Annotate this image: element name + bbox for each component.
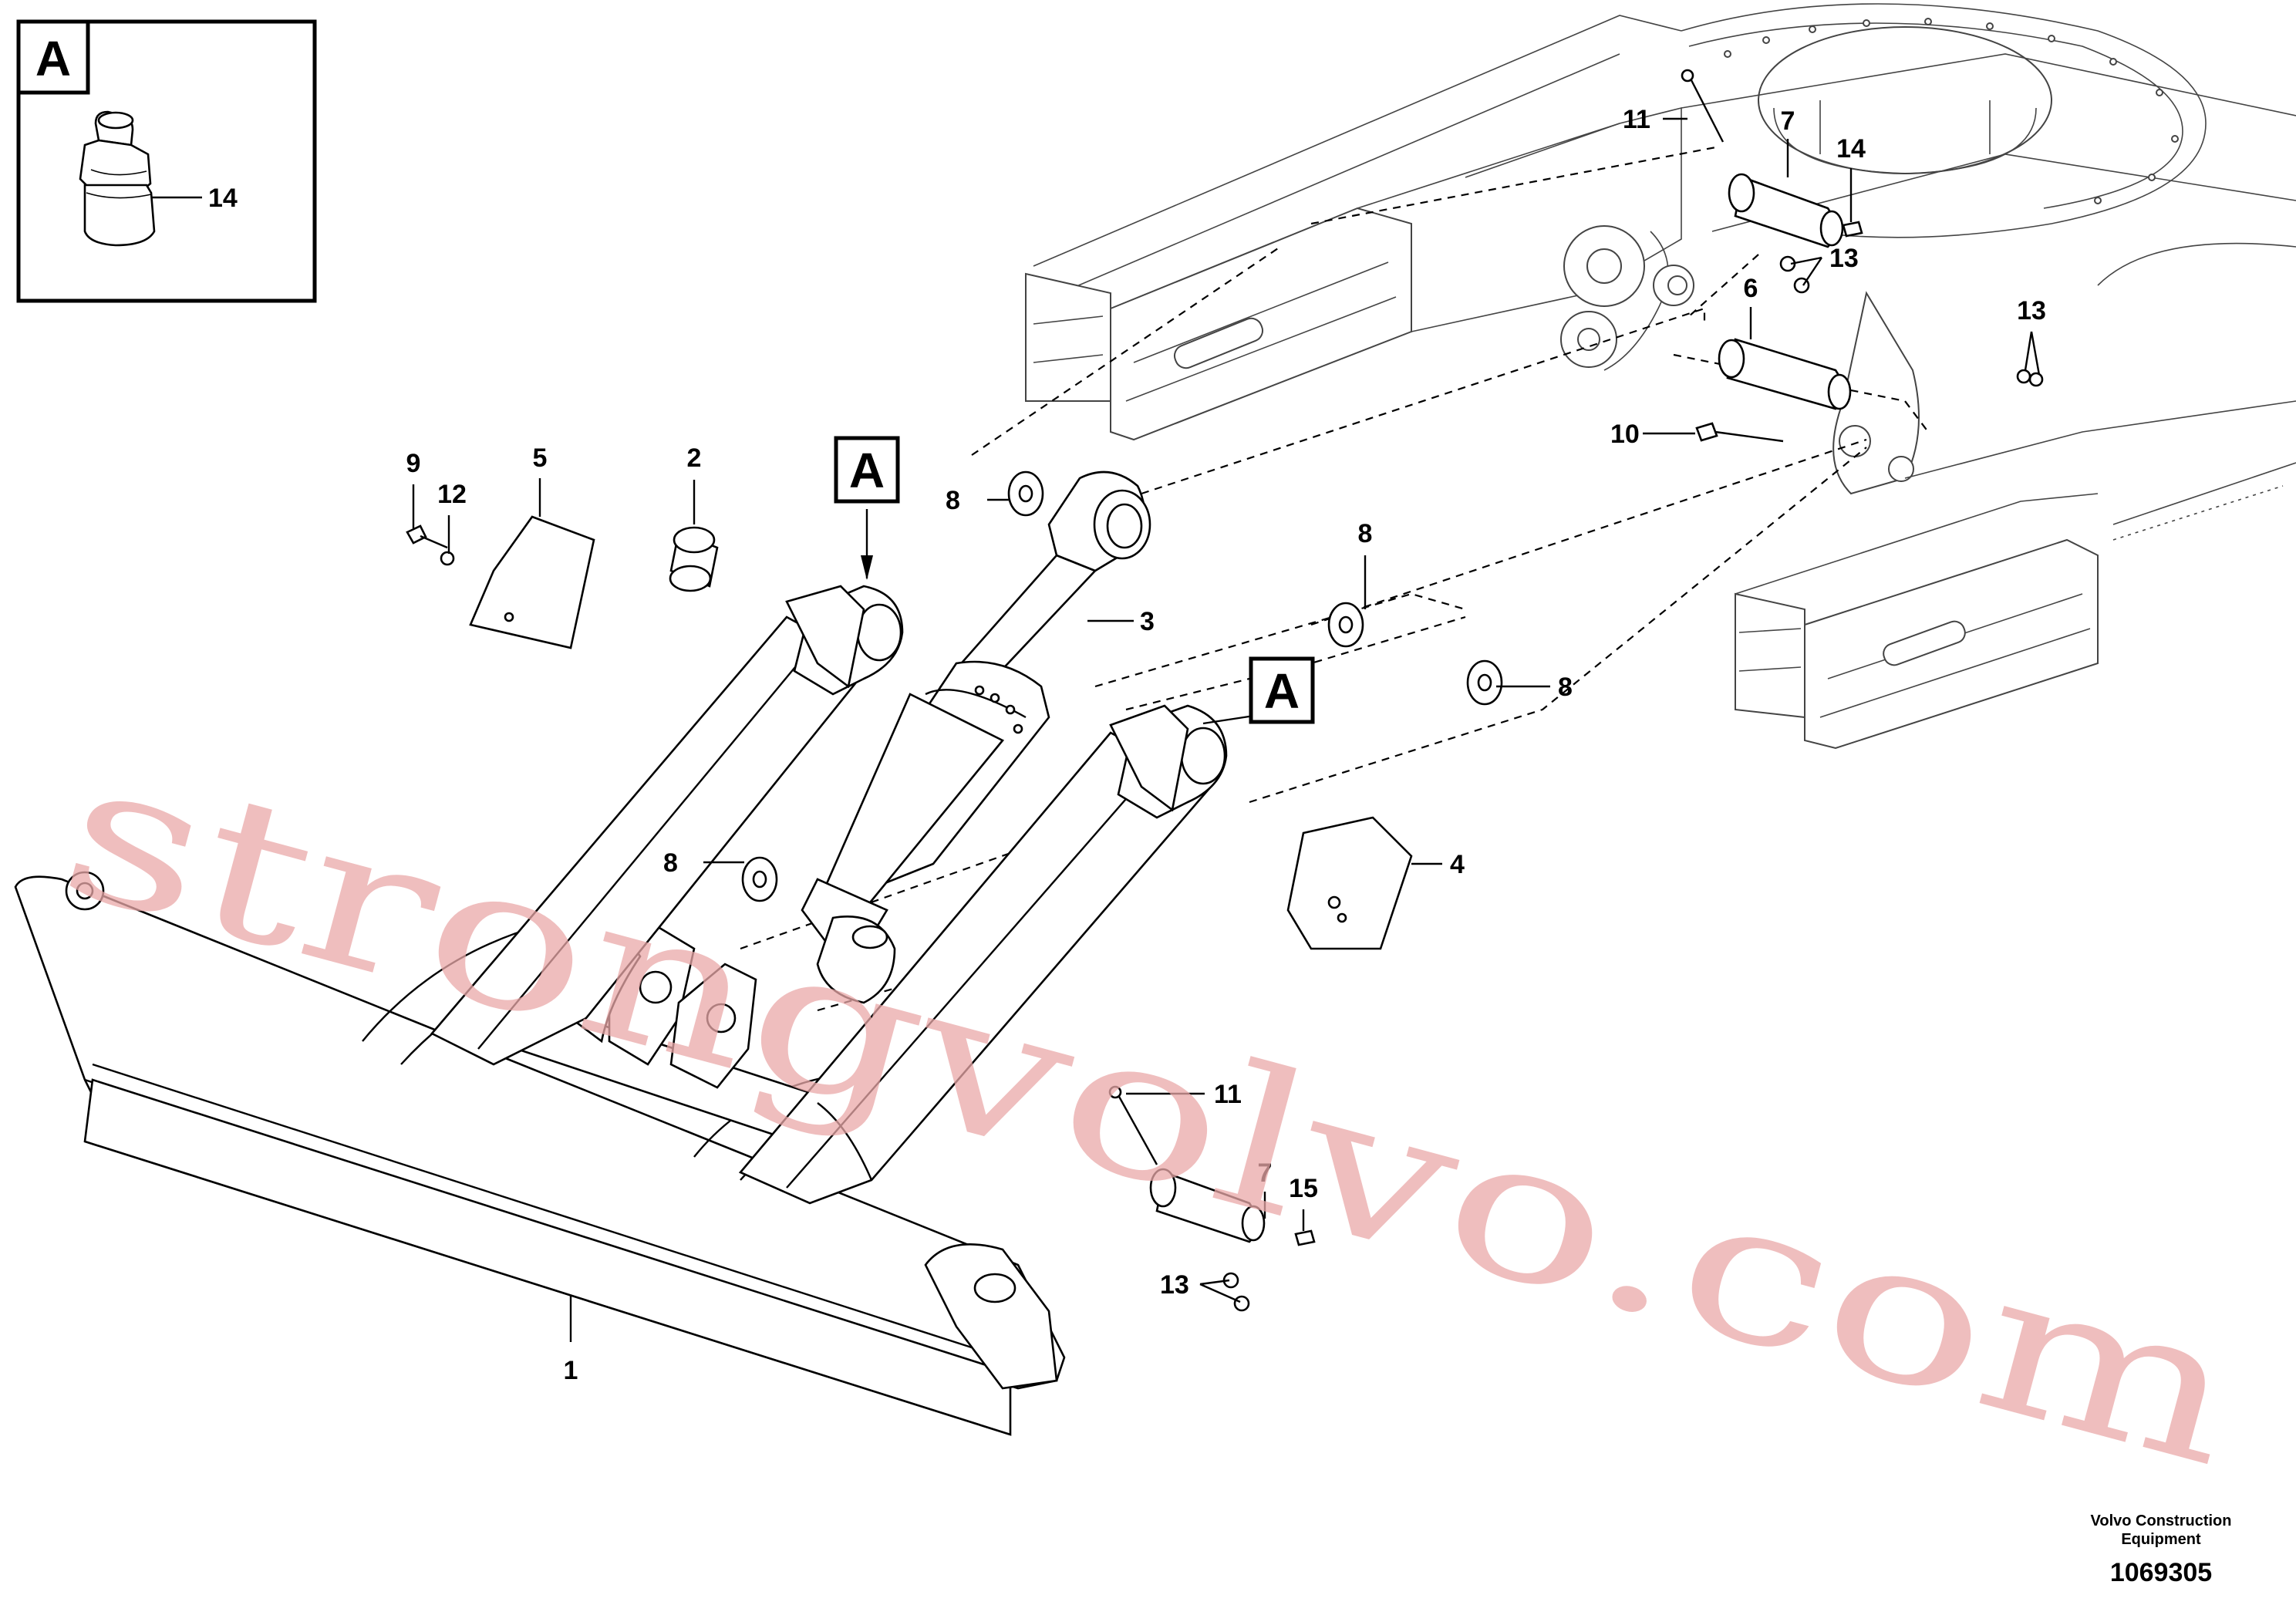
ring-bolt-holes (1724, 18, 2179, 204)
detail-callout-14: 14 (208, 184, 238, 213)
svg-text:A: A (1264, 663, 1300, 719)
callout-1: 1 (564, 1356, 578, 1385)
callout-2: 2 (687, 443, 702, 473)
credit-block: Volvo Construction Equipment 1069305 (2091, 1512, 2232, 1587)
left-push-arm (430, 585, 904, 1066)
detail-marker-a-upper: A (834, 436, 900, 504)
callout-8b: 8 (1358, 519, 1373, 548)
callout-13c: 13 (1160, 1270, 1189, 1300)
credit-line-2: Equipment (2121, 1531, 2201, 1548)
drawing-number: 1069305 (2110, 1558, 2212, 1587)
hydraulic-cylinder (801, 470, 1151, 1004)
callout-4: 4 (1450, 850, 1465, 879)
callout-8d: 8 (663, 848, 678, 878)
callout-13b: 13 (2017, 296, 2046, 325)
callout-15: 15 (1289, 1174, 1318, 1203)
callout-7a: 7 (1781, 106, 1795, 136)
callout-13a: 13 (1829, 244, 1859, 273)
dozer-blade (14, 871, 1066, 1436)
callout-numbers: 1 2 3 4 5 6 7 7 8 8 8 8 9 10 11 11 12 13… (406, 105, 2046, 1385)
detail-box-a: A 14 (16, 19, 317, 303)
assembly-lines (740, 145, 1929, 1012)
callout-8c: 8 (1558, 673, 1573, 702)
svg-text:A: A (849, 443, 885, 498)
right-push-arm (738, 704, 1228, 1205)
callout-8a: 8 (946, 486, 960, 515)
credit-line-1: Volvo Construction (2091, 1512, 2232, 1529)
callout-5: 5 (533, 443, 548, 473)
leader-lines (412, 117, 2041, 1342)
detail-marker-a-lower: A (1249, 656, 1315, 724)
undercarriage-frame (1025, 3, 2296, 750)
callout-9: 9 (406, 449, 421, 478)
small-parts (406, 69, 2044, 1312)
callout-6: 6 (1744, 274, 1758, 303)
callout-12: 12 (437, 480, 467, 509)
callout-3: 3 (1140, 607, 1155, 636)
callout-11b: 11 (1214, 1080, 1242, 1109)
callout-10: 10 (1610, 420, 1640, 449)
callout-11a: 11 (1623, 105, 1650, 134)
grease-nipple-drawing (79, 110, 156, 247)
detail-box-letter: A (35, 31, 71, 86)
callout-7b: 7 (1258, 1158, 1273, 1188)
callout-14: 14 (1836, 134, 1866, 164)
